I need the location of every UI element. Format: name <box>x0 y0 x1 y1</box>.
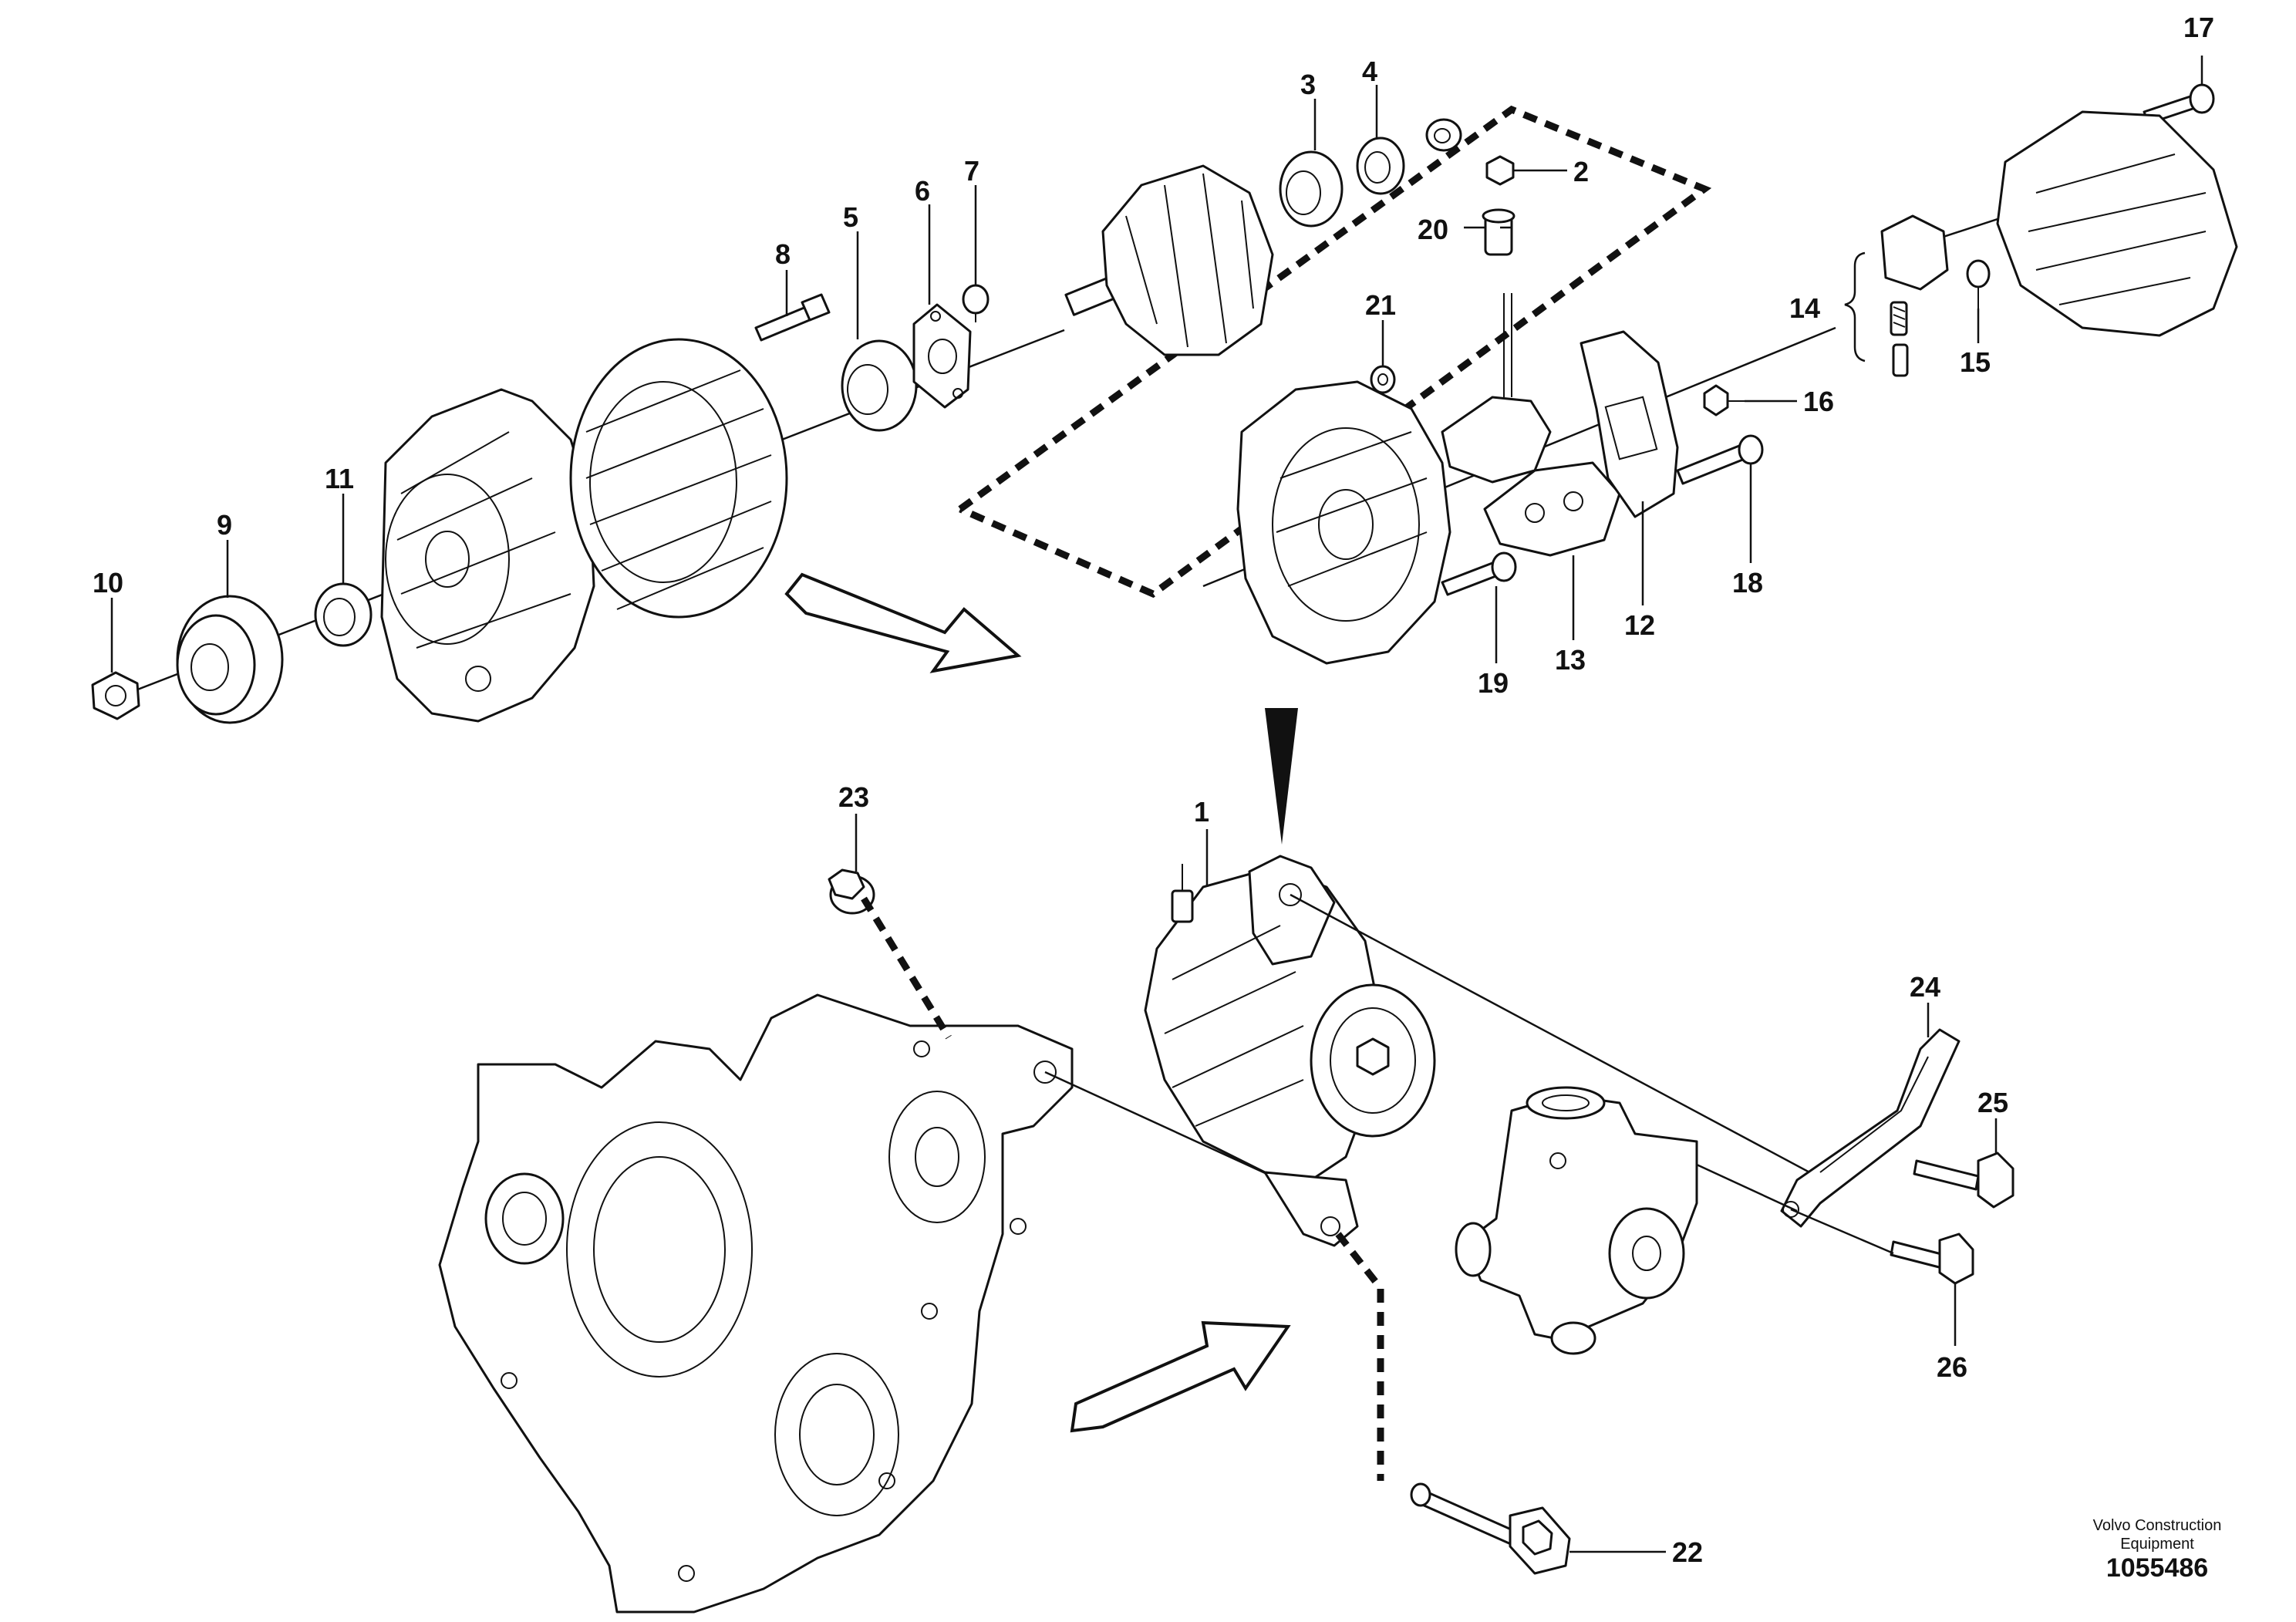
nut-part-10 <box>91 671 140 720</box>
adjusting-bracket-part-24 <box>1780 1028 1961 1228</box>
callout-18: 18 <box>1732 567 1763 599</box>
callout-labels: 1 2 3 4 5 6 7 8 9 10 11 12 13 14 15 16 1… <box>93 12 2214 1568</box>
callout-15: 15 <box>1960 346 1991 378</box>
water-pump <box>1455 1086 1698 1355</box>
retainer-plate-part-6 <box>912 303 972 409</box>
bearing-part-5 <box>841 339 918 432</box>
callout-5: 5 <box>843 201 858 233</box>
hollow-arrow-lower <box>1070 1320 1291 1433</box>
bolt-part-25 <box>1913 1152 2014 1209</box>
hollow-arrow-upper <box>784 572 1022 673</box>
callout-4: 4 <box>1362 56 1377 87</box>
drawing-number: 1055486 <box>2106 1553 2209 1583</box>
callout-6: 6 <box>915 175 930 207</box>
terminal-nut-part-2 <box>1485 155 1515 186</box>
callout-1: 1 <box>1194 796 1209 828</box>
brush-holder-part-14 <box>1880 214 1949 377</box>
bushing-part-20 <box>1482 208 1515 256</box>
regulator-part-12 <box>1580 330 1679 518</box>
callout-24: 24 <box>1910 971 1940 1003</box>
callout-14: 14 <box>1789 292 1820 324</box>
bolt-part-26 <box>1890 1233 1974 1285</box>
timing-gear-housing <box>438 993 1074 1614</box>
long-bolt-part-22 <box>1410 1482 1571 1575</box>
bolt-part-18 <box>1676 434 1764 485</box>
alternator-exploded-assembly <box>91 83 2238 724</box>
alternator-part-1 <box>1144 855 1436 1247</box>
spacer-part-11 <box>314 582 373 647</box>
callout-7: 7 <box>964 155 979 187</box>
callout-leaders <box>110 56 2203 1553</box>
callout-11: 11 <box>325 463 354 494</box>
callout-21: 21 <box>1365 289 1396 321</box>
callout-2: 2 <box>1573 156 1589 187</box>
callout-17: 17 <box>2183 12 2214 43</box>
bearing-part-3 <box>1279 150 1344 228</box>
callout-19: 19 <box>1478 667 1509 699</box>
dashed-leader-22 <box>1335 1232 1384 1481</box>
nut-part-21 <box>1370 365 1396 394</box>
callout-22: 22 <box>1672 1536 1703 1568</box>
callout-25: 25 <box>1977 1087 2008 1118</box>
rotor <box>1064 164 1274 356</box>
callout-12: 12 <box>1624 609 1655 641</box>
callout-13: 13 <box>1555 644 1586 676</box>
group-brace-14 <box>1844 251 1866 363</box>
callout-23: 23 <box>838 781 869 813</box>
screw-part-15 <box>1966 259 1991 309</box>
dashed-leader-23 <box>861 896 952 1040</box>
front-housing <box>380 388 595 723</box>
washer <box>1425 118 1462 152</box>
callout-8: 8 <box>775 238 791 270</box>
callout-9: 9 <box>217 509 232 541</box>
stud-bolt-part-8 <box>754 293 831 342</box>
solid-arrowhead-down <box>1265 708 1298 845</box>
callout-10: 10 <box>93 567 123 599</box>
publisher-caption: Volvo Construction Equipment <box>2092 1517 2222 1553</box>
pulley-part-9 <box>176 595 284 724</box>
screw-part-7 <box>962 284 990 322</box>
rectifier <box>1441 293 1552 484</box>
diode-plate-part-13 <box>1483 461 1621 557</box>
installation-assembly <box>438 855 2014 1614</box>
callout-3: 3 <box>1300 69 1316 100</box>
stator <box>569 338 788 619</box>
callout-26: 26 <box>1937 1351 1967 1383</box>
screw-part-16 <box>1703 384 1745 416</box>
rear-cover <box>1996 110 2238 337</box>
seal-part-4 <box>1356 137 1405 195</box>
callout-16: 16 <box>1803 386 1834 417</box>
callout-20: 20 <box>1418 214 1448 245</box>
flange-nut-part-23 <box>828 868 875 915</box>
bolt-part-19 <box>1441 551 1517 596</box>
dashed-group-outline <box>958 105 1712 599</box>
rear-housing <box>1236 380 1451 665</box>
